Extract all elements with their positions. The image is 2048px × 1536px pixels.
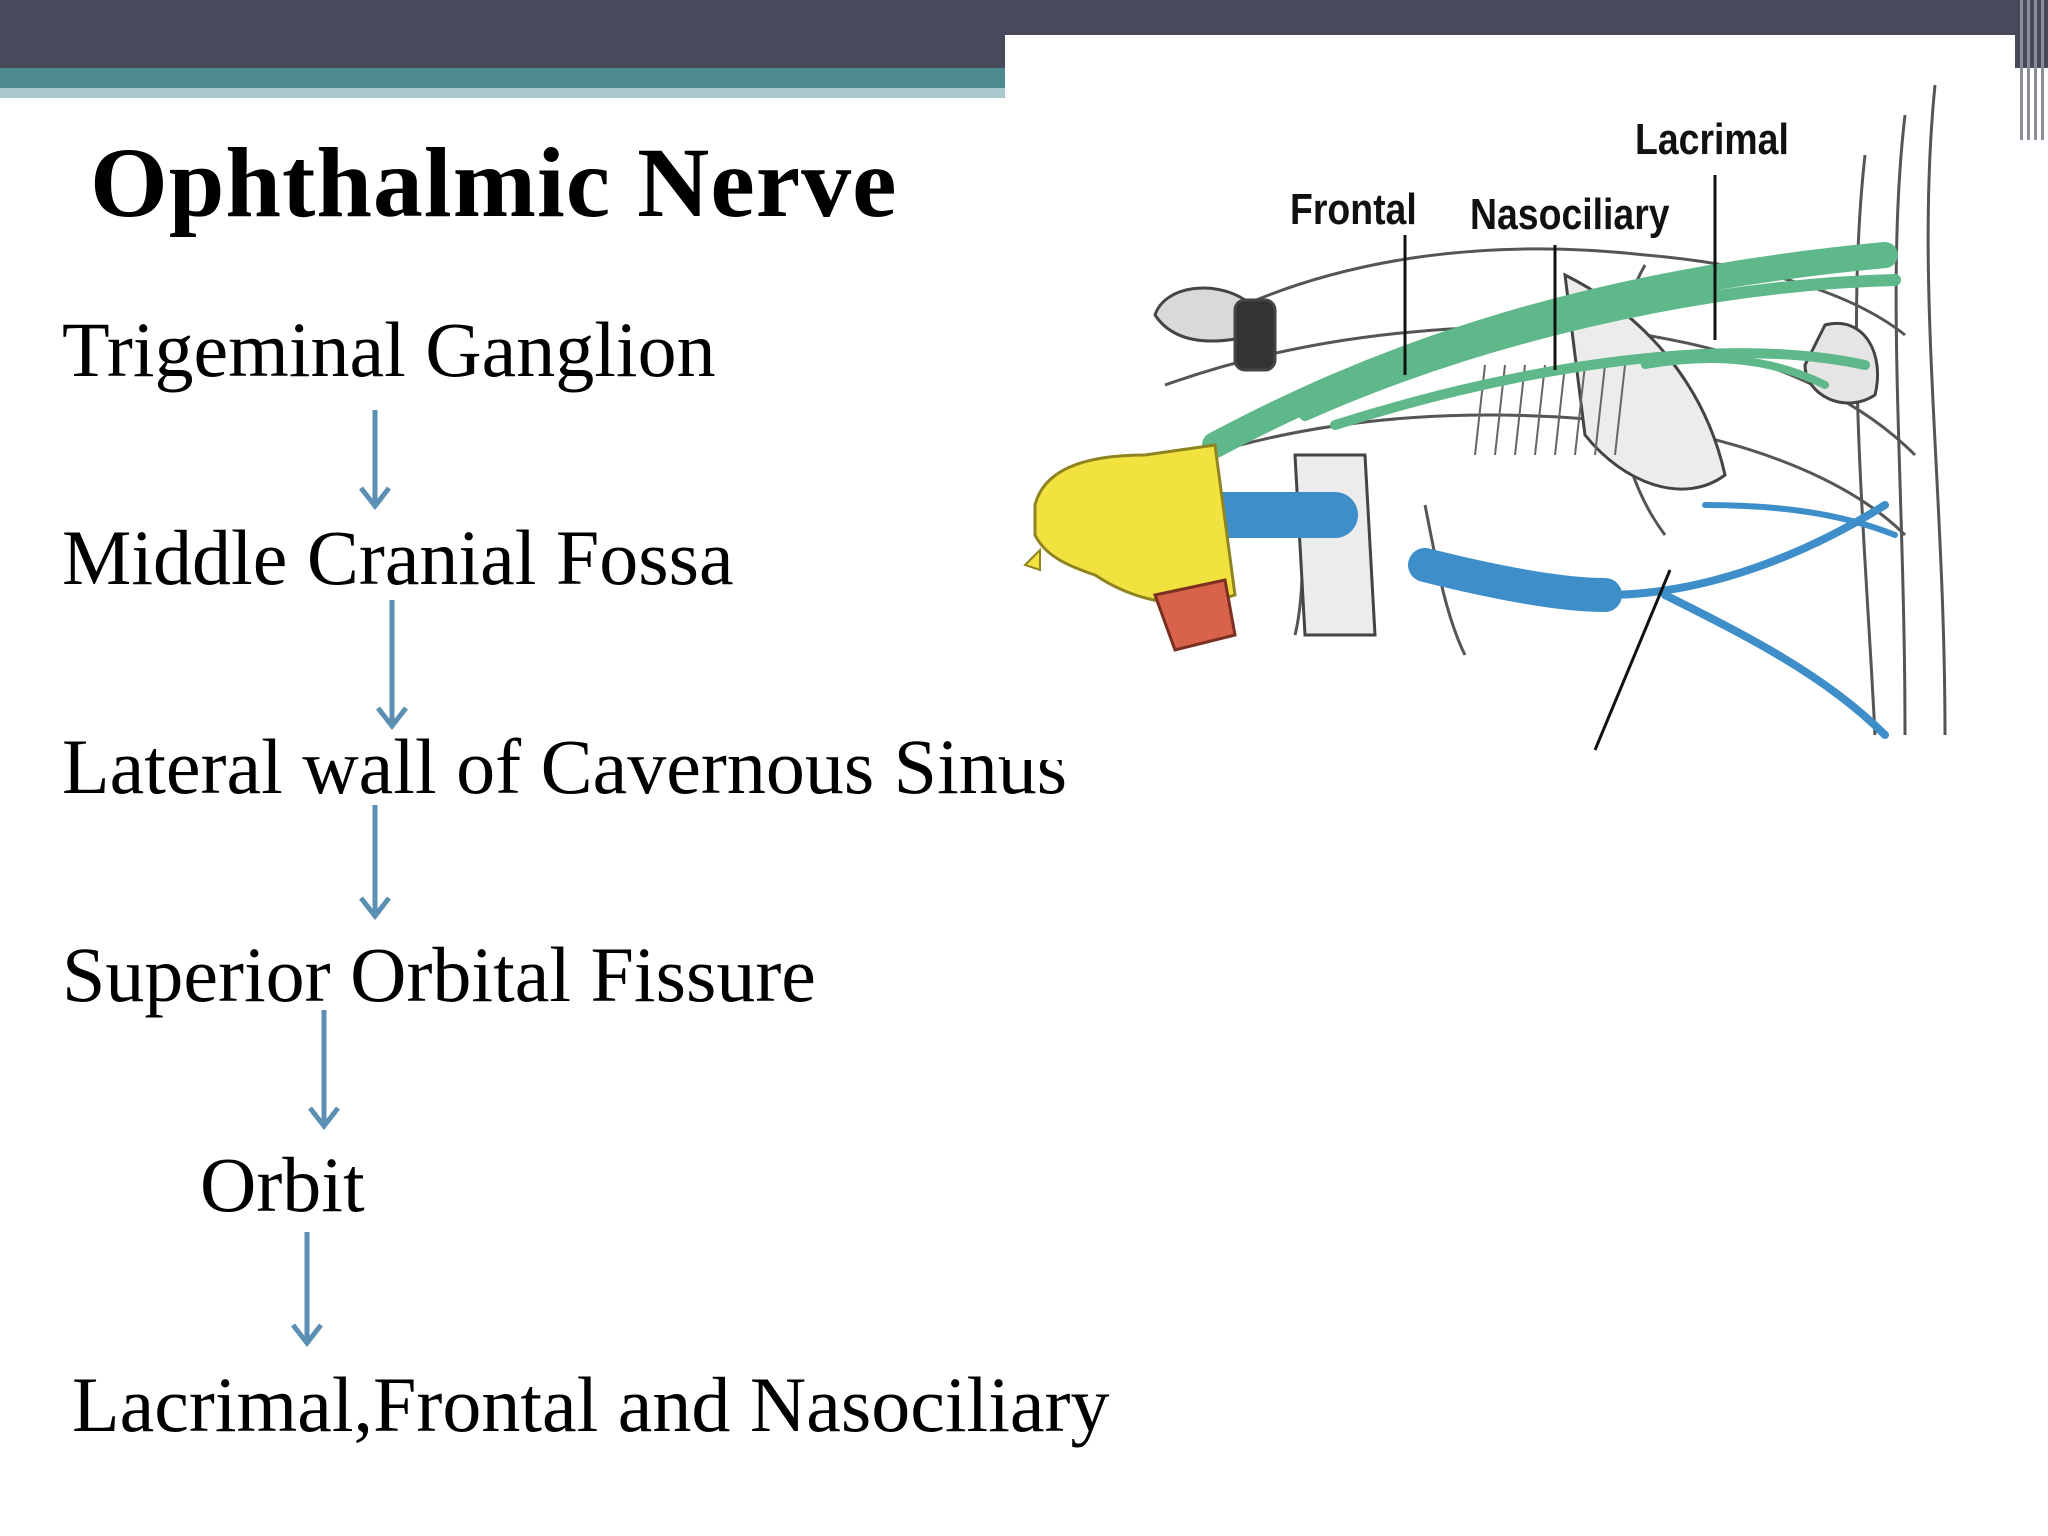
step-orbit: Orbit (200, 1141, 365, 1228)
down-arrow-icon (359, 410, 391, 510)
slide-corner-stripes (2018, 0, 2048, 140)
down-arrow-icon (291, 1232, 323, 1347)
trigeminal-ganglion-shape (1033, 443, 1237, 605)
down-arrow-icon (308, 1010, 340, 1130)
slide-title: Ophthalmic Nerve (90, 127, 898, 238)
slide-accent-band (0, 68, 1010, 88)
down-arrow-icon (376, 600, 408, 730)
label-frontal: Frontal (1290, 185, 1417, 234)
down-arrow-icon (359, 805, 391, 920)
step-middle-cranial-fossa: Middle Cranial Fossa (62, 514, 734, 601)
label-nasociliary: Nasociliary (1470, 190, 1670, 239)
label-lacrimal: Lacrimal (1635, 115, 1789, 164)
ophthalmic-nerve-illustration: Lacrimal Frontal Nasociliary (1005, 35, 2015, 760)
slide-accent-band-light (0, 88, 1010, 98)
step-trigeminal-ganglion: Trigeminal Ganglion (62, 306, 716, 393)
step-branches: Lacrimal,Frontal and Nasociliary (72, 1361, 1110, 1448)
step-superior-orbital-fissure: Superior Orbital Fissure (62, 931, 816, 1018)
mandibular-branch-shape (1153, 578, 1237, 652)
step-lateral-wall-cavernous-sinus: Lateral wall of Cavernous Sinus (62, 723, 1068, 810)
orbit-anatomy-drawing (1023, 84, 1947, 751)
